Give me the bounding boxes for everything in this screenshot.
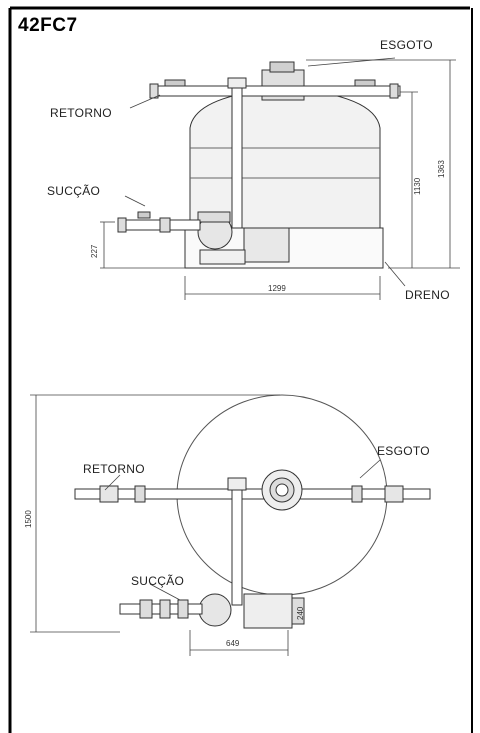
vertical-pipe (231, 77, 243, 229)
dim-inlet-height: 227 (90, 244, 99, 258)
dim-total-width: 1299 (268, 284, 286, 293)
label-esgoto-side: ESGOTO (380, 38, 433, 52)
top-horizontal-pipe (74, 488, 431, 500)
dim-height-1130: 1130 (413, 177, 422, 195)
label-succao-side: SUCÇÃO (47, 184, 101, 198)
top-pipe (154, 85, 401, 97)
pump-motor (243, 227, 290, 263)
dim-pump-side: 240 (296, 606, 305, 620)
page-border (8, 6, 473, 733)
side-dimensions (100, 57, 460, 300)
model-code: 42FC7 (18, 15, 78, 36)
top-dimensions (30, 394, 381, 656)
side-view (117, 61, 401, 269)
label-retorno-top: RETORNO (83, 462, 145, 476)
dim-height-1363: 1363 (437, 160, 446, 178)
top-vertical-pipe (231, 479, 243, 606)
top-view (74, 394, 431, 629)
pump-top (198, 593, 232, 627)
label-esgoto-top: ESGOTO (377, 444, 430, 458)
label-dreno: DRENO (405, 288, 450, 302)
label-succao-top: SUCÇÃO (131, 574, 185, 588)
dim-pump-width: 649 (226, 639, 240, 648)
pump-motor-top (243, 593, 293, 629)
dim-depth: 1500 (24, 510, 33, 528)
label-retorno-side: RETORNO (50, 106, 112, 120)
